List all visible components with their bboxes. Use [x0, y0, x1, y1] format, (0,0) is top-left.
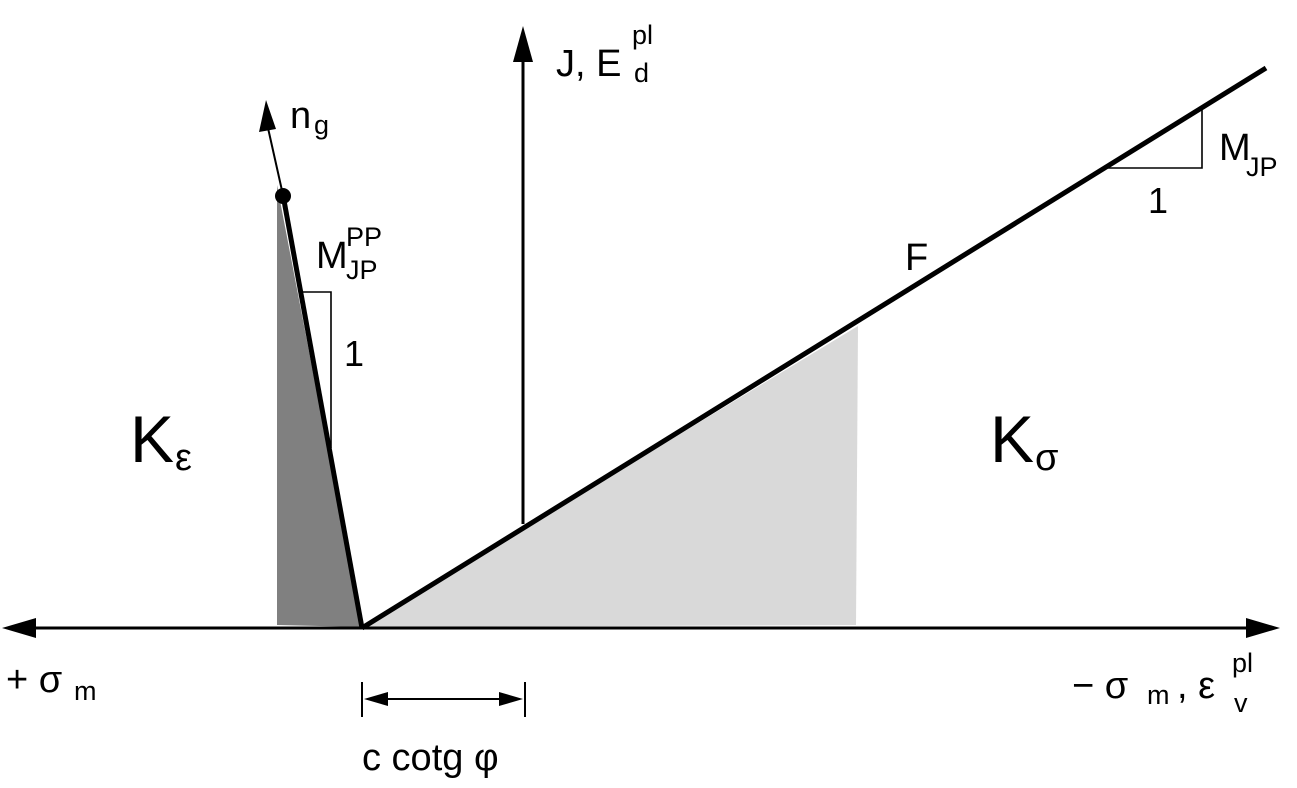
x-left-sub: m	[74, 676, 97, 706]
x-left-label: + σ	[6, 659, 62, 701]
x-right-sep: , ε	[1177, 665, 1215, 707]
x-right-sub2: v	[1234, 688, 1248, 718]
x-right-sub: m	[1147, 680, 1170, 710]
y-axis-label-sup: pl	[632, 20, 653, 50]
k-sigma-label: K	[990, 402, 1034, 476]
plastic-potential-line	[280, 194, 365, 629]
slope-triangle-right	[1106, 110, 1203, 169]
y-axis-label-sub: d	[634, 58, 649, 88]
mjp-label-sub: JP	[1246, 152, 1278, 182]
dim-arrow-right	[499, 692, 523, 706]
y-axis-label: J, E	[556, 43, 621, 85]
ng-origin-dot	[275, 188, 291, 204]
mpp-label-sup: PP	[346, 222, 382, 252]
horizontal-axis-left-arrow	[2, 618, 36, 638]
k-epsilon-sub: ε	[175, 437, 192, 479]
k-sigma-sub: σ	[1035, 437, 1058, 479]
k-epsilon-label: K	[130, 402, 174, 476]
normal-vector-arrowhead	[259, 100, 276, 132]
slope-one-right: 1	[1148, 180, 1168, 221]
ng-label: n	[290, 95, 311, 137]
horizontal-axis-right-arrow	[1246, 618, 1280, 638]
F-label: F	[905, 237, 928, 279]
slope-one-left: 1	[344, 333, 364, 374]
normal-vector-ng	[267, 127, 284, 196]
x-right-label: − σ	[1072, 665, 1128, 707]
c-cotg-phi-label: c cotg φ	[362, 737, 499, 779]
vertical-axis-arrow	[513, 26, 533, 62]
dim-arrow-left	[364, 692, 388, 706]
mpp-label-sub: JP	[346, 255, 378, 285]
ng-label-sub: g	[314, 110, 329, 140]
slope-triangle-left	[300, 291, 332, 448]
mjp-label: M	[1219, 127, 1251, 169]
yield-line-F	[360, 65, 1268, 631]
x-right-sup: pl	[1232, 648, 1253, 678]
mpp-label: M	[316, 235, 348, 277]
